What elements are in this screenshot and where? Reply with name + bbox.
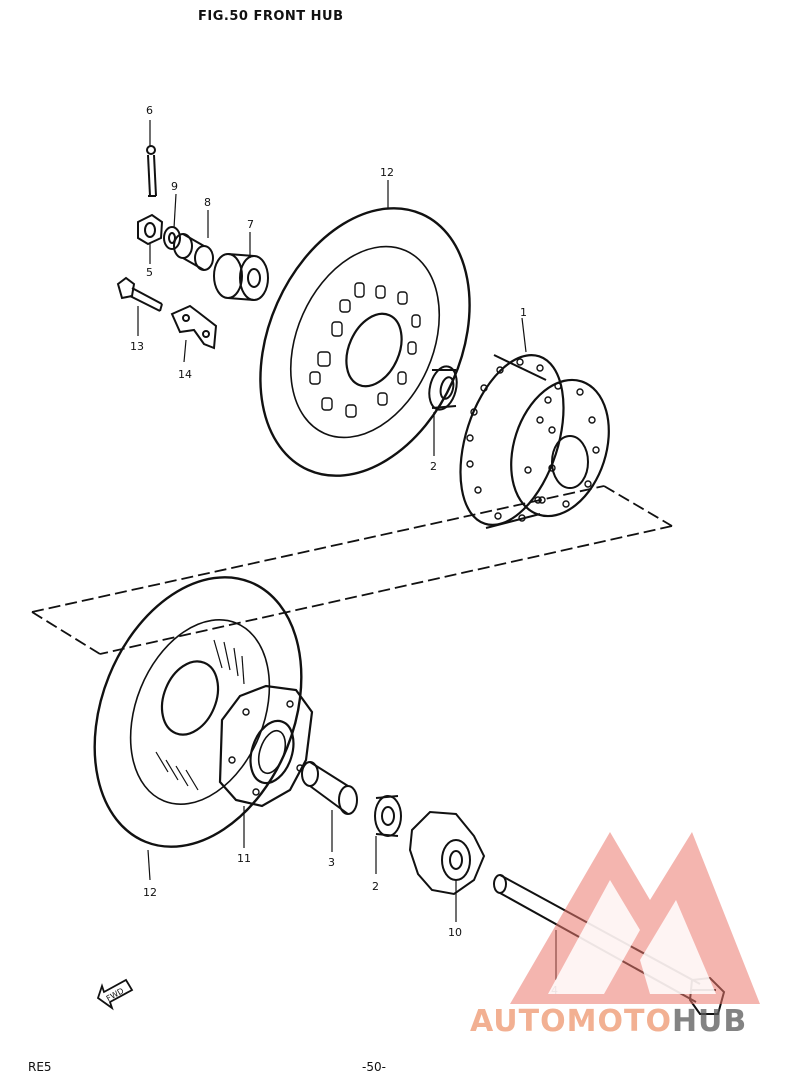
callout-10: 10 bbox=[448, 926, 462, 939]
brake-disc-upper bbox=[259, 207, 471, 477]
bolt-6 bbox=[146, 145, 157, 197]
collar-8 bbox=[173, 233, 214, 271]
callout-7: 7 bbox=[247, 218, 254, 231]
callout-14: 14 bbox=[178, 368, 192, 381]
callout-12-upper: 12 bbox=[380, 166, 394, 179]
watermark-text: AUTOMOTOHUB bbox=[470, 1004, 748, 1039]
spacer-3 bbox=[301, 761, 358, 815]
callout-6: 6 bbox=[146, 104, 153, 117]
callout-1: 1 bbox=[520, 306, 527, 319]
callout-2-lower: 2 bbox=[372, 880, 379, 893]
callout-labels: 1 2 12 6 9 8 7 5 13 14 12 11 3 2 10 4 FW… bbox=[105, 104, 558, 1003]
figure-title: FIG.50 FRONT HUB bbox=[198, 9, 344, 24]
washer-9 bbox=[163, 226, 181, 250]
lock-plate-14 bbox=[170, 304, 218, 350]
fwd-label: FWD bbox=[105, 986, 126, 1003]
callout-3: 3 bbox=[328, 856, 335, 869]
bearing-lower bbox=[374, 795, 402, 837]
brake-disc-lower bbox=[93, 576, 303, 848]
hub-flange-11 bbox=[218, 684, 314, 808]
forward-arrow-icon bbox=[96, 978, 134, 1011]
collar-10 bbox=[408, 810, 486, 896]
page-number: -50- bbox=[362, 1060, 386, 1074]
callout-2-upper: 2 bbox=[430, 460, 437, 473]
bearing-upper bbox=[428, 365, 458, 411]
callout-5: 5 bbox=[146, 266, 153, 279]
panel-outline bbox=[31, 485, 673, 655]
leader-lines bbox=[137, 120, 557, 980]
callout-11: 11 bbox=[237, 852, 251, 865]
callout-9: 9 bbox=[171, 180, 178, 193]
watermark-logo bbox=[510, 832, 760, 1004]
model-code: RE5 bbox=[28, 1060, 52, 1074]
callout-13: 13 bbox=[130, 340, 144, 353]
callout-12-lower: 12 bbox=[143, 886, 157, 899]
callout-8: 8 bbox=[204, 196, 211, 209]
bolt-13 bbox=[116, 276, 163, 312]
damper-7 bbox=[213, 253, 269, 301]
nut-5 bbox=[137, 213, 164, 246]
wheel-hub-upper bbox=[459, 354, 610, 529]
